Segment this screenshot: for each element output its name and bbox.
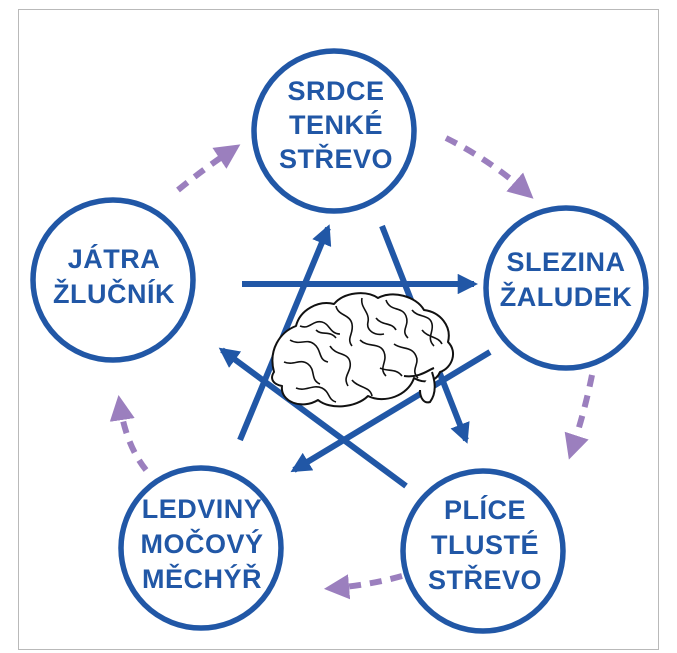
node-circle-lungs [400,468,566,634]
node-label-lungs-line-3: STŘEVO [428,564,542,595]
node-label-liver-line-2: ŽLUČNÍK [53,278,175,309]
brain-icon [271,292,455,408]
star-arrow-spleen-to-kidneys [290,349,492,473]
node-label-kidneys-line-3: MĚCHÝŘ [142,563,262,594]
cycle-arrow-liver-to-heart [176,144,241,193]
cycle-arrow-spleen-to-lungs [564,374,595,460]
node-label-liver-line-1: JÁTRA [68,243,161,274]
node-label-kidneys-line-2: MOČOVÝ [140,528,263,559]
cycle-arrow-kidneys-to-liver [109,395,149,472]
node-label-heart-line-1: SRDCE [287,76,384,106]
node-circle-liver [30,197,196,363]
node-label-spleen-line-1: SLEZINA [506,247,625,277]
node-label-kidneys-line-1: LEDVINY [142,494,263,524]
node-circle-spleen [483,205,649,371]
node-label-heart-line-2: TENKÉ [289,109,383,140]
node-circle-kidneys [118,465,284,631]
star-arrow-lungs-to-liver [218,347,408,489]
page-frame [18,9,659,650]
node-label-lungs-line-1: PLÍCE [444,494,526,525]
cycle-arrow-lungs-to-kidneys [323,573,403,600]
node-label-spleen-line-2: ŽALUDEK [500,281,633,312]
generating-cycle [109,135,595,600]
node-label-lungs-line-2: TLUSTÉ [431,529,539,560]
node-circle-heart [251,48,417,214]
cycle-arrow-heart-to-spleen [444,135,534,199]
node-label-heart-line-3: STŘEVO [279,143,393,174]
